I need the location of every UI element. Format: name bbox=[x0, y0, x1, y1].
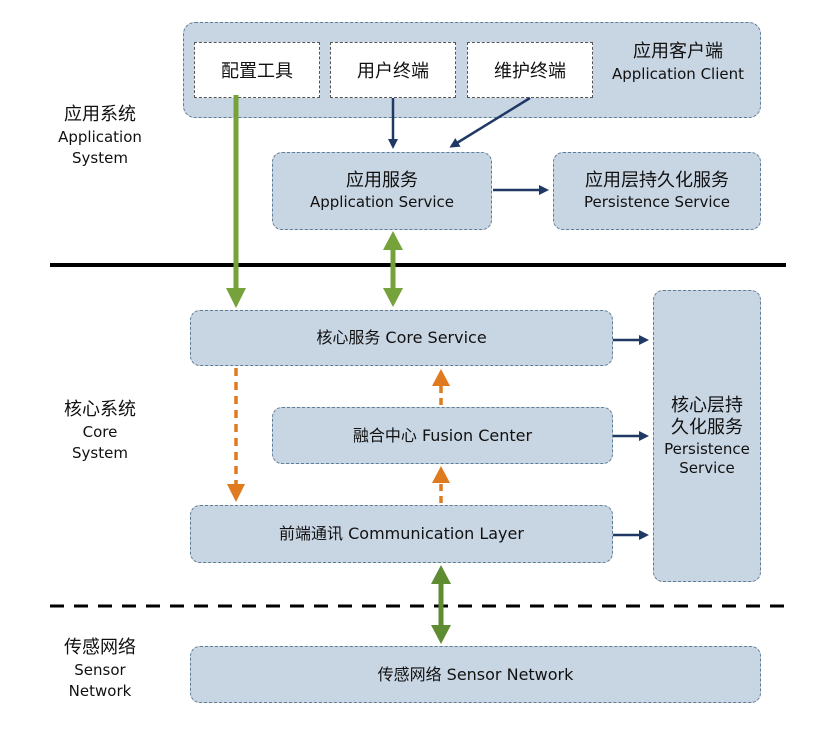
layer-label-sensor-en1: Sensor bbox=[74, 661, 126, 680]
config-tool-box: 配置工具 bbox=[194, 42, 320, 98]
core-persistence-en2: Service bbox=[679, 458, 735, 477]
arrow-fusion-to-core-dashed bbox=[432, 369, 450, 405]
fusion-center-text: 融合中心 Fusion Center bbox=[352, 425, 533, 445]
arrow-comm-to-fusion-dashed bbox=[432, 466, 450, 503]
communication-layer-box: 前端通讯 Communication Layer bbox=[190, 505, 613, 563]
app-persistence-zh: 应用层持久化服务 bbox=[585, 170, 729, 192]
layer-label-sensor-zh: 传感网络 bbox=[64, 637, 136, 658]
sensor-network-box: 传感网络 Sensor Network bbox=[190, 646, 761, 703]
layer-label-sensor-en2: Network bbox=[68, 681, 132, 700]
application-client-en: Application Client bbox=[611, 65, 744, 84]
layer-label-application: 应用系统 Application System bbox=[40, 103, 160, 168]
sensor-network-text: 传感网络 Sensor Network bbox=[377, 664, 574, 684]
layer-label-core: 核心系统 Core System bbox=[40, 398, 160, 463]
application-client-zh: 应用客户端 bbox=[633, 41, 723, 62]
arrow-core-service-to-comm-dashed bbox=[227, 368, 245, 502]
fusion-center-box: 融合中心 Fusion Center bbox=[272, 407, 613, 464]
app-persistence-en: Persistence Service bbox=[583, 192, 730, 211]
layer-label-application-zh: 应用系统 bbox=[64, 104, 136, 125]
app-persistence-service-box: 应用层持久化服务 Persistence Service bbox=[553, 152, 761, 230]
layer-label-core-en1: Core bbox=[82, 423, 118, 442]
core-persistence-zh1: 核心层持 bbox=[671, 394, 743, 416]
communication-layer-text: 前端通讯 Communication Layer bbox=[279, 524, 524, 543]
arrow-config-tool-to-core-service bbox=[226, 95, 246, 308]
arrow-comm-sensor-bidirectional bbox=[431, 565, 451, 644]
core-service-text: 核心服务 Core Service bbox=[316, 328, 487, 347]
layer-label-core-zh: 核心系统 bbox=[64, 399, 136, 420]
layer-label-application-en2: System bbox=[72, 148, 128, 167]
core-service-box: 核心服务 Core Service bbox=[190, 310, 613, 366]
core-persistence-zh2: 久化服务 bbox=[671, 417, 743, 439]
layer-label-sensor: 传感网络 Sensor Network bbox=[40, 636, 160, 701]
core-persistence-service-box: 核心层持 久化服务 Persistence Service bbox=[653, 290, 761, 582]
arrow-maintenance-to-app-service bbox=[449, 96, 531, 148]
application-service-zh: 应用服务 bbox=[346, 170, 418, 192]
layer-label-application-en1: Application bbox=[58, 128, 142, 147]
arrow-app-service-core-service-bidirectional bbox=[383, 231, 403, 307]
user-terminal-box: 用户终端 bbox=[330, 42, 456, 98]
layer-label-core-en2: System bbox=[72, 443, 128, 462]
application-service-en: Application Service bbox=[309, 192, 455, 211]
core-persistence-en1: Persistence bbox=[664, 439, 750, 458]
maintenance-terminal-box: 维护终端 bbox=[467, 42, 593, 98]
application-service-box: 应用服务 Application Service bbox=[272, 152, 492, 230]
application-client-label: 应用客户端 Application Client bbox=[603, 40, 753, 85]
